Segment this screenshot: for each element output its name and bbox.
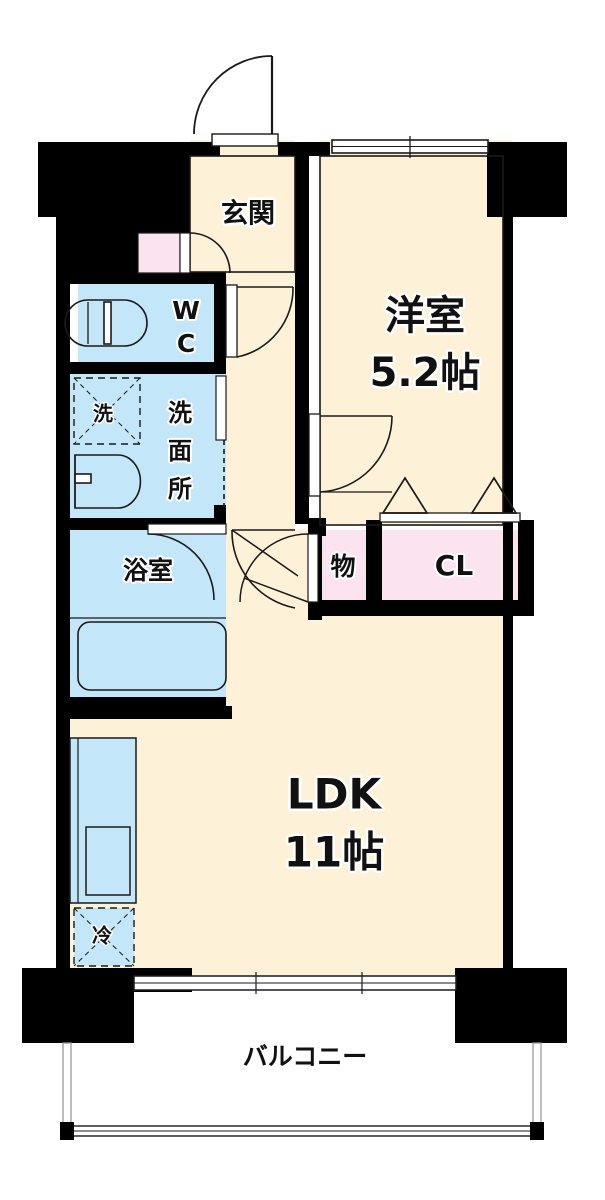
bath-door-leaf (147, 523, 227, 535)
label-wc-line2: C (177, 329, 195, 358)
entrance-door-swing[interactable] (193, 55, 279, 147)
fridge-x2 (73, 907, 135, 967)
wc-door-swing[interactable] (225, 284, 294, 358)
toilet-fixture (64, 299, 148, 347)
washing-machine-space (73, 377, 141, 445)
label-storage: 物 (330, 552, 355, 581)
label-washroom-line3: 所 (168, 475, 192, 503)
shoe-box-fixture (137, 232, 191, 274)
washroom-door-panel (215, 375, 227, 441)
closet-fold-right (470, 476, 518, 514)
floor-washroom (70, 372, 226, 520)
bath-door-arc (147, 533, 215, 601)
floor-storage (318, 530, 370, 608)
room-labels: 玄関 洋室 5.2帖 W C 洗 面 所 浴室 物 CL LDK 11帖 バルコ… (91, 195, 483, 1073)
kitchen-sink-basin (85, 826, 131, 896)
label-closet: CL (435, 549, 474, 582)
washer-x2 (73, 377, 141, 445)
wc-door-arc (236, 286, 294, 358)
label-ldk: LDK (287, 770, 383, 819)
label-bedroom: 洋室 (385, 293, 465, 339)
label-washer: 洗 (93, 402, 113, 426)
balcony-post-left (60, 1122, 74, 1140)
floor-bedroom (320, 140, 512, 525)
label-fridge: 冷 (92, 924, 112, 948)
label-ldk-area: 11帖 (284, 828, 384, 877)
washroom-sliding-door[interactable] (215, 375, 227, 508)
entrance-door-arc (193, 55, 273, 135)
label-balcony: バルコニー (243, 1042, 368, 1071)
ldk-door-chord (231, 529, 299, 577)
closet-door-track (379, 512, 521, 523)
refrigerator-space (73, 907, 135, 967)
kitchen-counter-fixture (69, 737, 137, 904)
bathroom-door-swing[interactable] (147, 523, 227, 601)
floor-wc (78, 283, 226, 363)
shoebox-door-swing[interactable] (189, 232, 231, 274)
shoe-box-body (137, 232, 181, 274)
label-genkan: 玄関 (221, 198, 275, 230)
thin-outlines (189, 155, 504, 526)
balcony-rail-right (532, 1042, 542, 1134)
bathtub-outline (77, 621, 227, 691)
washer-outline (73, 377, 141, 445)
label-washroom-line1: 洗 (168, 399, 192, 427)
storage-door-leaf (307, 533, 319, 603)
storage-door-arc (239, 533, 309, 603)
balcony-post-right (530, 1122, 544, 1140)
bedroom-window[interactable] (331, 136, 489, 158)
bedroom-door-leaf (308, 413, 321, 497)
closet-fold-left (381, 476, 429, 514)
shoe-box-door-panel[interactable] (179, 232, 191, 274)
label-bath: 浴室 (123, 556, 173, 585)
label-wc-line1: W (172, 296, 200, 325)
bathtub-fixture (70, 617, 227, 691)
balcony-sliding-window[interactable] (133, 972, 457, 994)
shoebox-door-arc (189, 232, 231, 274)
balcony-railing (60, 1042, 544, 1140)
bedroom-door-arc (319, 415, 393, 493)
entrance-door-threshold (211, 133, 279, 147)
bedroom-door-swing[interactable] (308, 413, 393, 497)
wc-door-leaf (225, 284, 238, 358)
balcony-rail-left (62, 1042, 72, 1134)
label-bedroom-area: 5.2帖 (370, 350, 481, 396)
storage-door-chord (243, 577, 309, 603)
closet-folding-doors[interactable] (379, 476, 521, 523)
wash-basin-fixture (74, 454, 142, 509)
fridge-x1 (73, 907, 135, 967)
floor-genkan (190, 140, 295, 280)
label-washroom-line2: 面 (168, 437, 192, 465)
floor-fills (70, 140, 532, 980)
storage-door-swing[interactable] (239, 533, 319, 603)
